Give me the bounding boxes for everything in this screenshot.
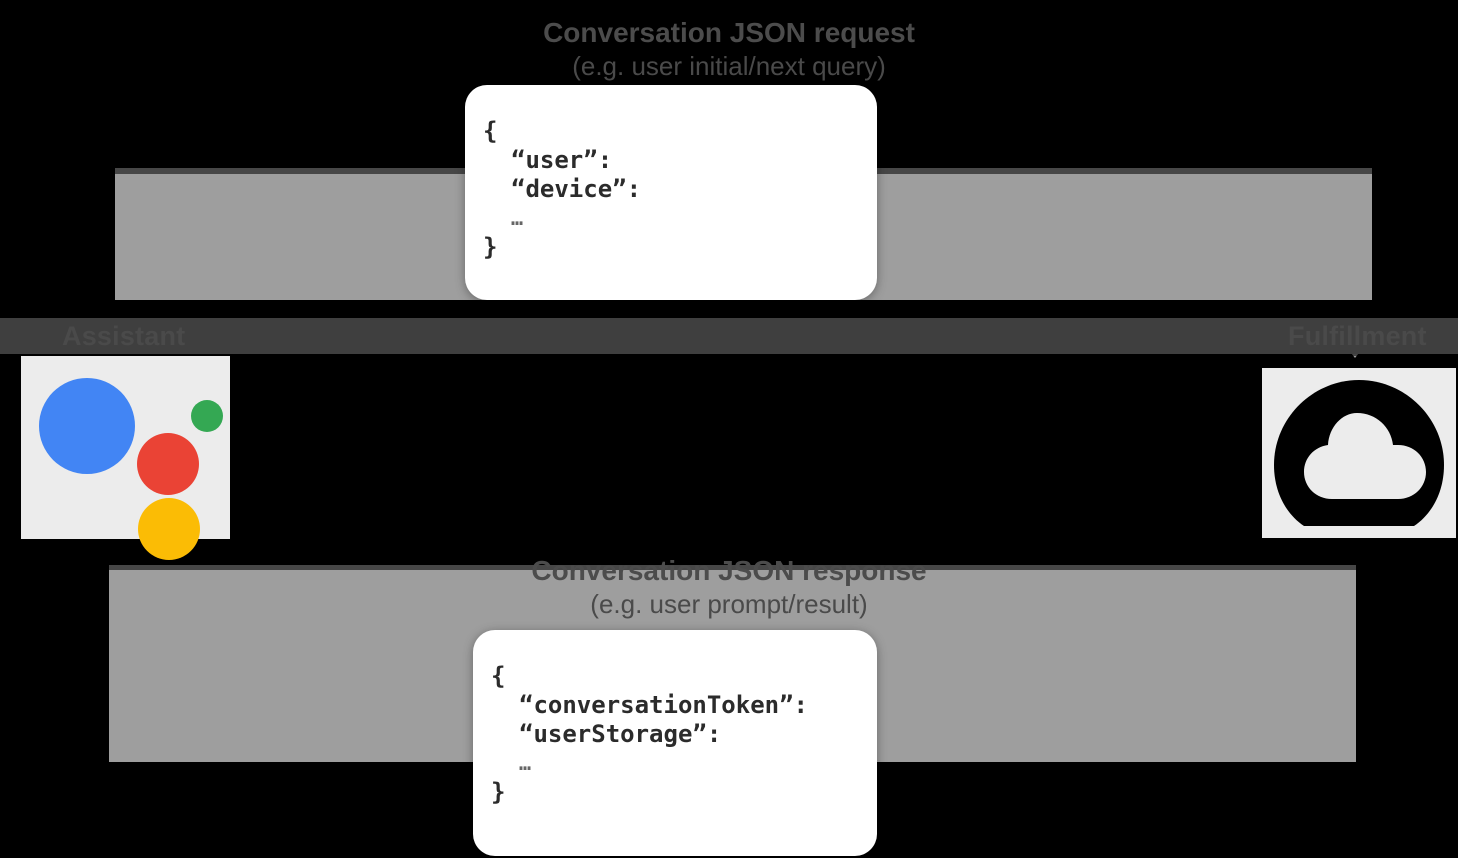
json-open-brace: { (483, 117, 498, 145)
json-key-device: “device”: (511, 175, 642, 203)
request-json-card: { “user”: “device”: … } (465, 85, 877, 300)
fulfillment-label: Fulfillment (1288, 321, 1427, 351)
json-key-user: “user”: (511, 146, 613, 174)
request-caption-line1: Conversation JSON request (543, 17, 915, 48)
assistant-label: Assistant (62, 321, 186, 351)
response-caption-line1: Conversation JSON response (531, 555, 927, 586)
cloud-icon (1274, 380, 1444, 526)
json-key-conversation-token: “conversationToken”: (519, 691, 808, 719)
response-caption-line2: (e.g. user prompt/result) (590, 589, 868, 619)
json-close-brace: } (491, 778, 506, 806)
json-ellipsis: … (519, 751, 534, 775)
endpoint-label-band (0, 318, 1458, 354)
response-json-card: { “conversationToken”: “userStorage”: … … (473, 630, 877, 856)
json-ellipsis: … (511, 206, 526, 230)
json-open-brace: { (491, 662, 506, 690)
request-caption: Conversation JSON request (e.g. user ini… (0, 16, 1458, 82)
assistant-blue-dot-icon (39, 378, 135, 474)
response-arrow-vertical (109, 540, 143, 762)
assistant-red-dot-icon (137, 433, 199, 495)
request-caption-line2: (e.g. user initial/next query) (572, 51, 886, 81)
assistant-green-dot-icon (191, 400, 223, 432)
json-close-brace: } (483, 233, 498, 261)
assistant-yellow-dot-icon (138, 498, 200, 560)
assistant-icon-tile[interactable] (21, 356, 230, 560)
json-key-user-storage: “userStorage”: (519, 720, 722, 748)
response-caption: Conversation JSON response (e.g. user pr… (0, 554, 1458, 620)
cloud-icon-tile[interactable] (1262, 368, 1456, 538)
